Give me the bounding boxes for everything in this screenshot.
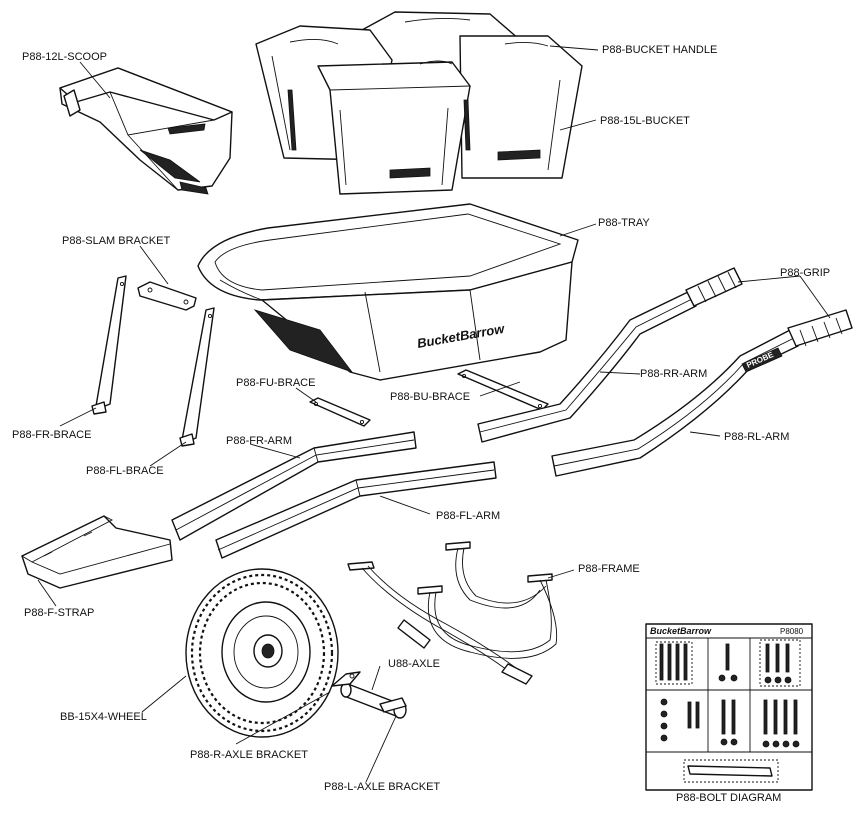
label-bu-brace: P88-BU-BRACE xyxy=(390,391,470,403)
label-wheel: BB-15X4-WHEEL xyxy=(60,711,147,723)
label-tray: P88-TRAY xyxy=(598,217,650,229)
bolt-diagram-card: BucketBarrow P8080 xyxy=(645,623,813,791)
label-grip: P88-GRIP xyxy=(780,267,830,279)
bolt-card-logo: BucketBarrow xyxy=(650,626,712,636)
f-strap-part xyxy=(21,515,173,589)
label-bucket: P88-15L-BUCKET xyxy=(600,115,690,127)
bolt-group-4 xyxy=(660,698,700,742)
l-axle-bracket-part xyxy=(379,697,407,713)
label-axle: U88-AXLE xyxy=(388,658,440,670)
label-frame: P88-FRAME xyxy=(578,563,640,575)
label-r-axle-bracket: P88-R-AXLE BRACKET xyxy=(190,749,308,761)
label-l-axle-bracket: P88-L-AXLE BRACKET xyxy=(324,781,440,793)
bu-brace-part xyxy=(457,369,549,411)
tray-part: BucketBarrow xyxy=(197,203,579,381)
bolt-card-code: P8080 xyxy=(780,627,804,636)
fu-brace-part xyxy=(309,397,371,427)
rr-arm-part xyxy=(477,267,743,443)
fl-brace-part xyxy=(179,307,215,447)
fr-arm-part xyxy=(171,431,417,541)
rl-arm-part: PROBE xyxy=(551,309,853,477)
fr-brace-part xyxy=(91,275,127,415)
label-slam-bracket: P88-SLAM BRACKET xyxy=(62,235,170,247)
label-fr-brace: P88-FR-BRACE xyxy=(12,429,91,441)
part-labels: P88-12L-SCOOP P88-BUCKET HANDLE P88-15L-… xyxy=(12,44,830,804)
label-fr-arm: P88-FR-ARM xyxy=(226,435,292,447)
label-bolt-diagram: P88-BOLT DIAGRAM xyxy=(676,792,781,804)
bolt-group-3 xyxy=(759,639,801,687)
label-rr-arm: P88-RR-ARM xyxy=(640,368,707,380)
label-fu-brace: P88-FU-BRACE xyxy=(236,377,315,389)
bolt-group-1 xyxy=(655,641,693,685)
wrench-icon xyxy=(683,759,779,783)
leader-lines xyxy=(37,45,831,783)
bolt-group-5 xyxy=(720,699,738,746)
label-scoop: P88-12L-SCOOP xyxy=(22,51,107,63)
label-fl-brace: P88-FL-BRACE xyxy=(86,465,164,477)
scoop-part xyxy=(59,67,233,195)
label-f-strap: P88-F-STRAP xyxy=(24,607,94,619)
r-axle-bracket-part xyxy=(331,671,361,687)
label-fl-arm: P88-FL-ARM xyxy=(436,510,500,522)
label-rl-arm: P88-RL-ARM xyxy=(724,431,789,443)
bolt-group-2 xyxy=(718,643,738,682)
label-bucket-handle: P88-BUCKET HANDLE xyxy=(602,44,717,56)
slam-bracket-part xyxy=(137,281,197,311)
wheel-part xyxy=(185,568,339,738)
buckets-part xyxy=(255,11,583,195)
frame-part xyxy=(347,541,558,685)
fl-arm-part xyxy=(215,461,497,559)
bolt-group-6 xyxy=(762,699,800,748)
